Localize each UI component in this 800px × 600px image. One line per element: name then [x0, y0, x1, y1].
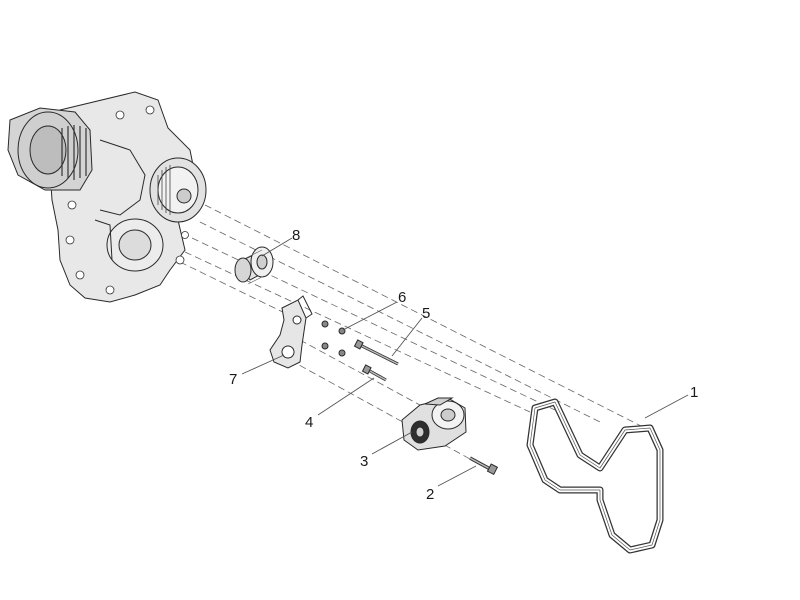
idler-roller — [234, 246, 274, 285]
engine-housing — [7, 91, 207, 303]
callout-leaders — [241, 237, 689, 487]
mounting-bracket — [269, 295, 313, 369]
callout-labels: 1 2 3 4 5 6 7 8 — [229, 227, 698, 503]
callout-3: 3 — [360, 453, 368, 470]
callout-1: 1 — [690, 384, 698, 401]
callout-2: 2 — [426, 486, 434, 503]
short-bolt — [361, 364, 387, 382]
belt-tensioner — [401, 397, 467, 451]
tensioner-bolt — [469, 456, 499, 476]
washers — [321, 320, 346, 357]
callout-6: 6 — [398, 289, 406, 306]
drive-belt — [526, 398, 664, 554]
callout-5: 5 — [422, 305, 430, 322]
callout-4: 4 — [305, 414, 313, 431]
long-bolts — [353, 339, 399, 366]
callout-7: 7 — [229, 371, 237, 388]
assembly-lines — [179, 204, 646, 471]
callout-8: 8 — [292, 227, 300, 244]
